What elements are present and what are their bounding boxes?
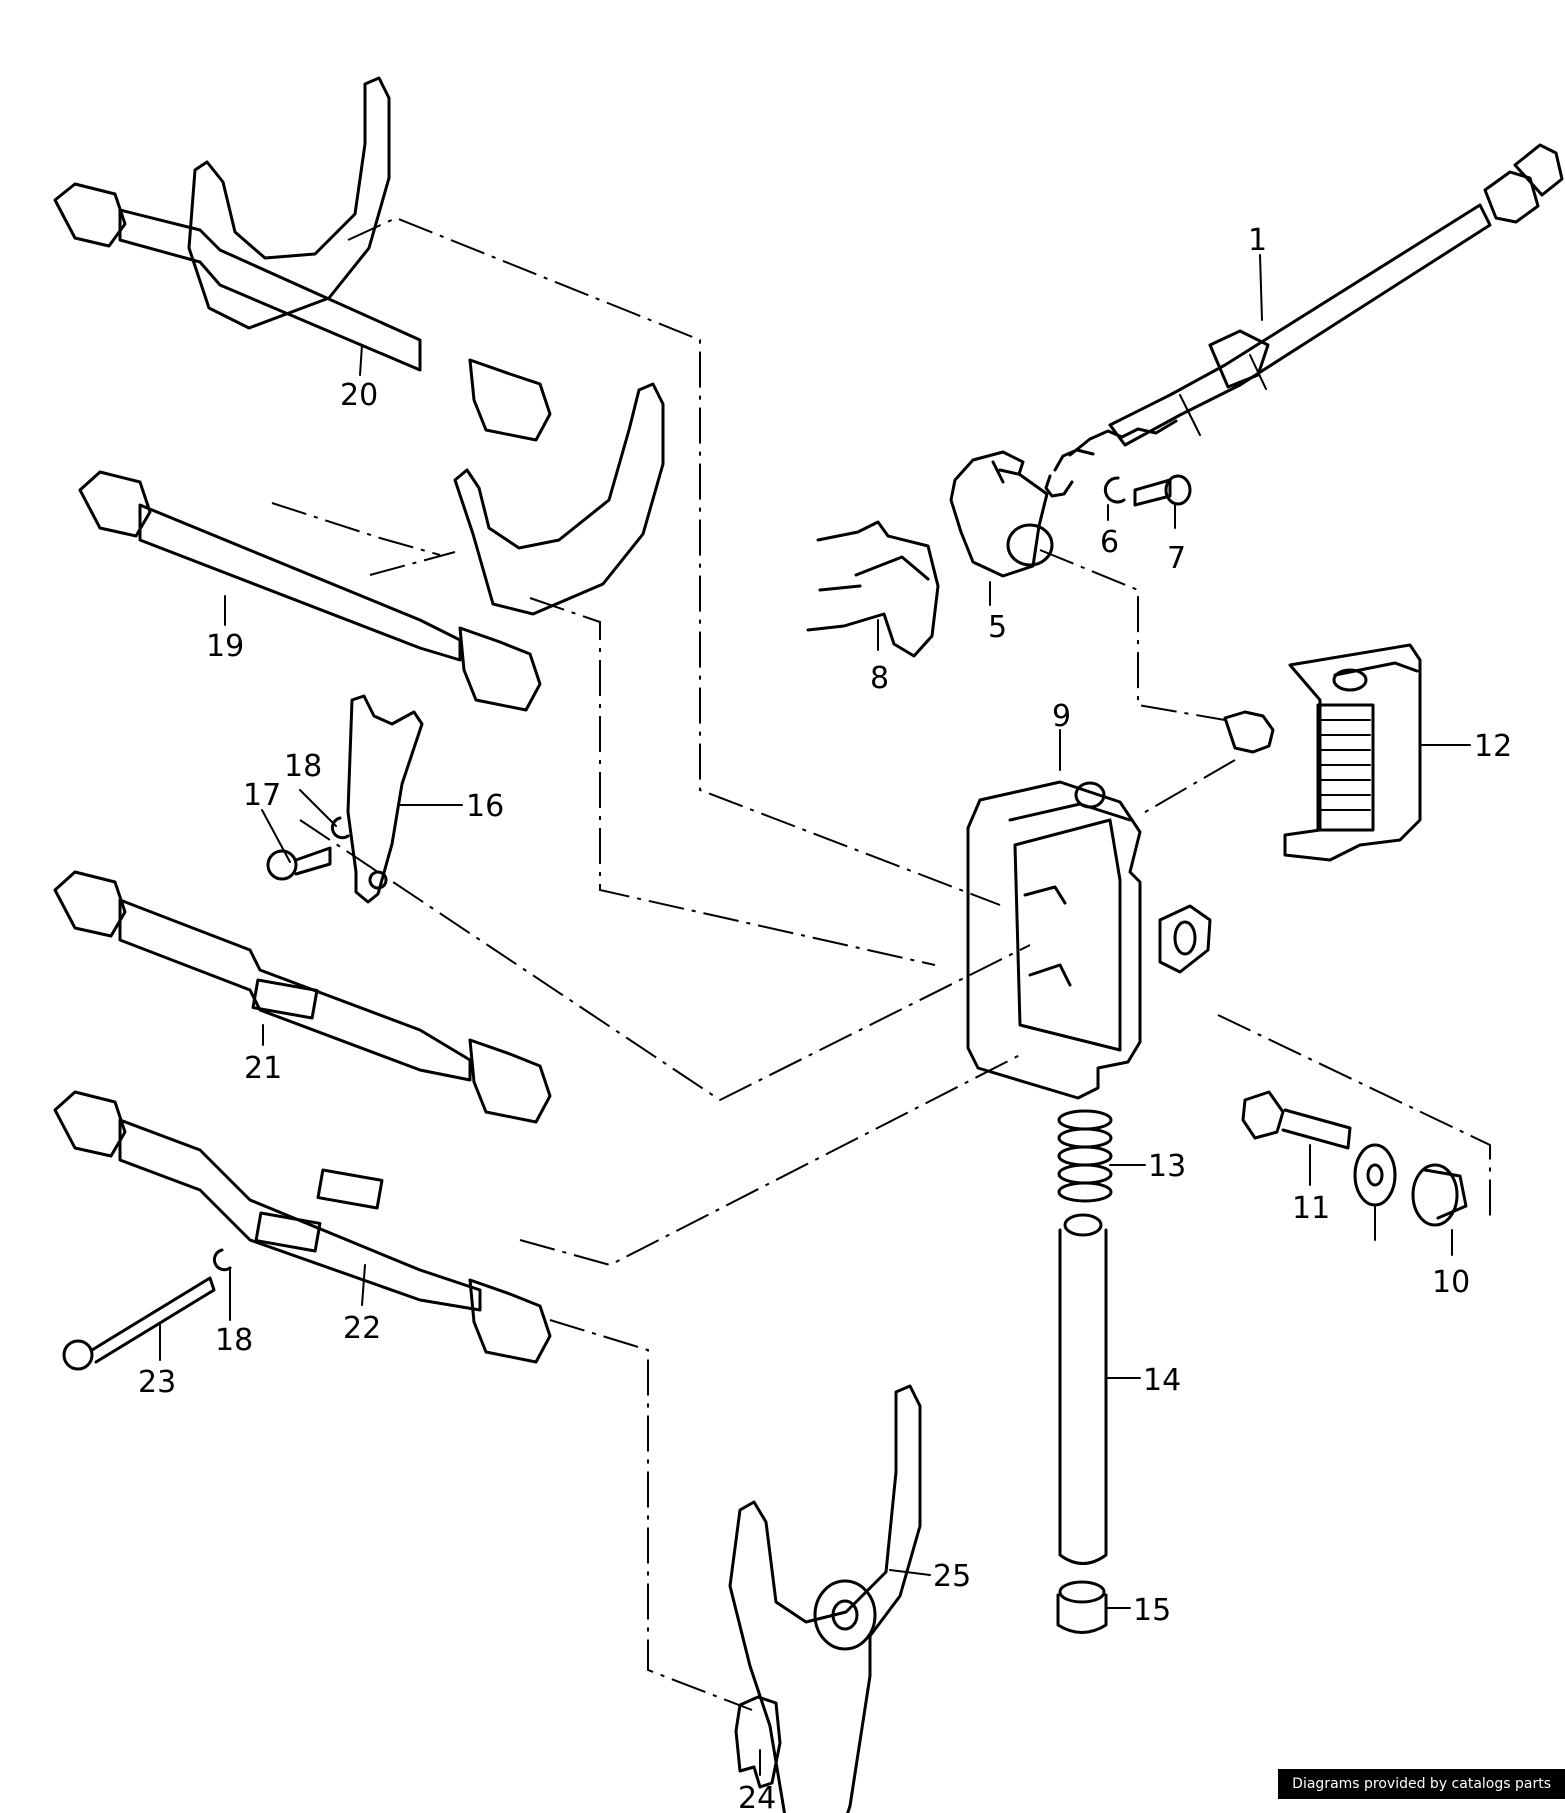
part-18b-clip xyxy=(212,1248,232,1272)
part-8-interlock-bracket xyxy=(806,520,940,658)
credit-banner: Diagrams provided by catalogs parts xyxy=(1278,1769,1565,1799)
label-6: 6 xyxy=(1100,525,1119,560)
label-20: 20 xyxy=(340,378,378,413)
part-9-shift-housing xyxy=(966,780,1212,1100)
part-1-selector-shaft xyxy=(1044,143,1564,498)
label-13: 13 xyxy=(1148,1149,1186,1184)
part-5-shift-finger xyxy=(949,450,1054,578)
label-15: 15 xyxy=(1133,1593,1171,1628)
part-14-pin xyxy=(1058,1213,1108,1565)
part-22-shift-rail xyxy=(53,1090,552,1364)
label-5: 5 xyxy=(988,610,1007,645)
part-13-spring xyxy=(1057,1109,1113,1203)
label-24: 24 xyxy=(738,1781,776,1813)
label-8: 8 xyxy=(870,661,889,696)
label-23: 23 xyxy=(138,1365,176,1400)
label-7: 7 xyxy=(1167,541,1186,576)
part-21-shift-rail xyxy=(53,870,552,1124)
part-20-shift-rail xyxy=(53,76,552,442)
part-6-circlip xyxy=(1103,476,1126,504)
label-18a: 18 xyxy=(284,749,322,784)
label-11: 11 xyxy=(1292,1191,1330,1226)
label-22: 22 xyxy=(343,1311,381,1346)
label-25: 25 xyxy=(933,1559,971,1594)
part-17-screw xyxy=(266,846,332,881)
part-7-bolt xyxy=(1133,474,1192,507)
part-23-screw xyxy=(62,1276,216,1371)
part-19-shift-rail xyxy=(78,382,665,712)
label-1: 1 xyxy=(1248,223,1267,258)
label-9: 9 xyxy=(1052,699,1071,734)
assembly-lines xyxy=(271,216,1491,1711)
part-18a-clip xyxy=(330,816,350,840)
part-12-detent-housing xyxy=(1223,643,1422,862)
label-10: 10 xyxy=(1432,1265,1470,1300)
part-15-plug xyxy=(1056,1580,1108,1634)
label-17: 17 xyxy=(243,778,281,813)
leader-lines xyxy=(159,254,1471,1776)
callout-labels: 1 5 6 7 8 9 10 11 12 13 14 15 16 17 18 1… xyxy=(138,223,1512,1813)
label-19: 19 xyxy=(206,629,244,664)
label-18b: 18 xyxy=(215,1323,253,1358)
part-25-reverse-fork xyxy=(728,1384,922,1813)
part-10-washer-sleeve xyxy=(1353,1143,1468,1227)
label-12: 12 xyxy=(1474,729,1512,764)
label-16: 16 xyxy=(466,789,504,824)
label-14: 14 xyxy=(1143,1363,1181,1398)
label-21: 21 xyxy=(244,1051,282,1086)
part-11-bolt xyxy=(1241,1090,1352,1150)
part-16-small-fork xyxy=(346,694,424,904)
part-24-clip xyxy=(734,1695,782,1789)
